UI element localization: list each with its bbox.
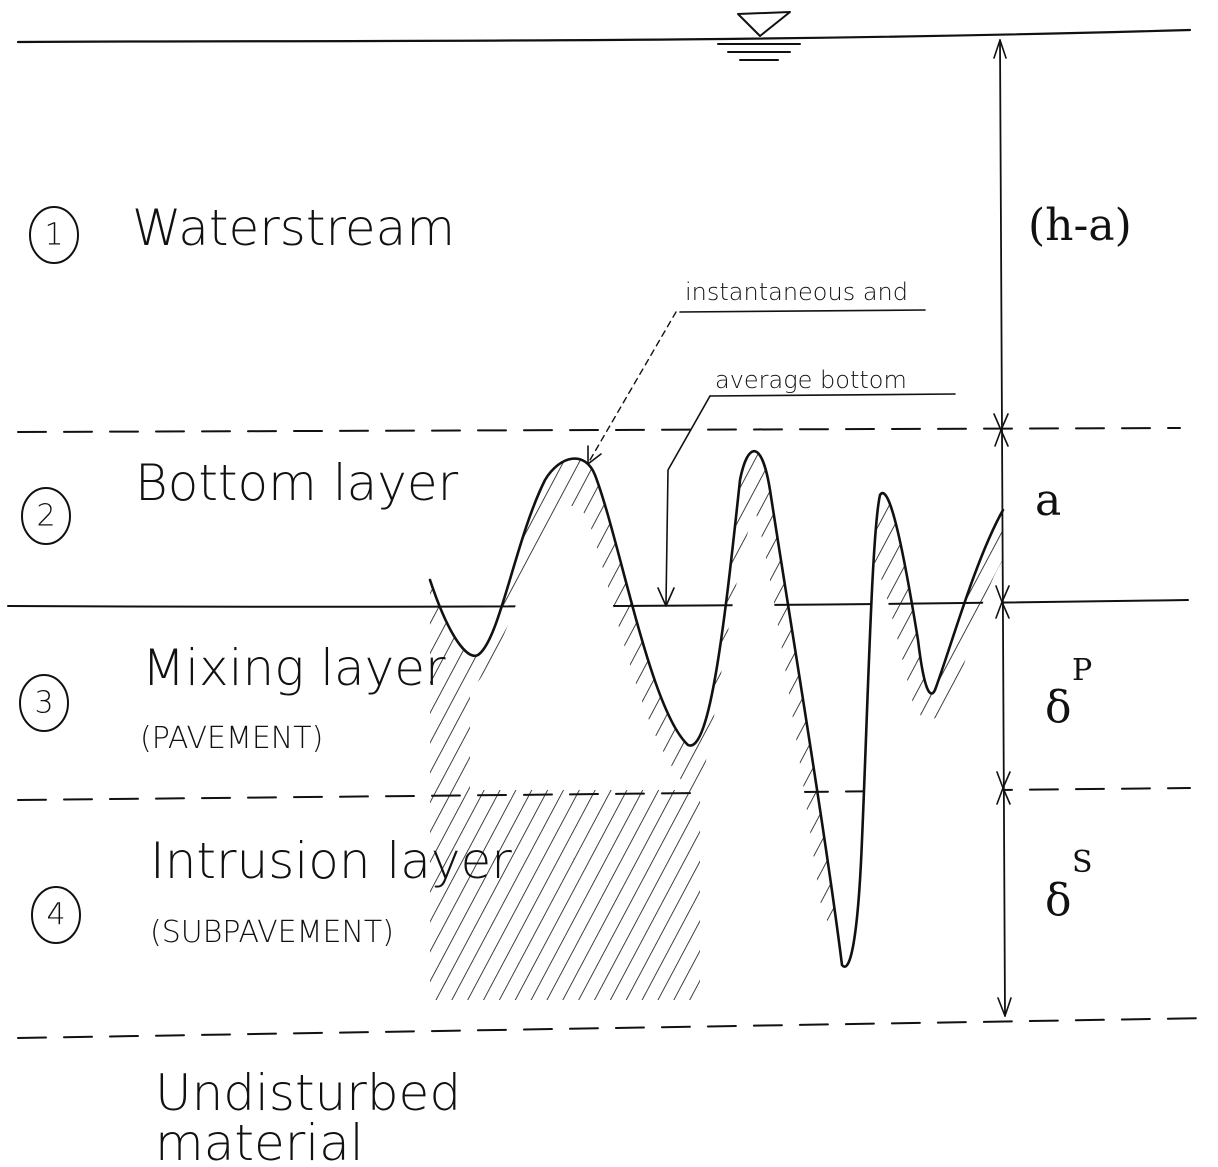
annotation-instantaneous: instantaneous and [685, 278, 908, 306]
intrusion-layer-bottom-boundary [18, 1018, 1212, 1038]
annotation-average-leader [666, 396, 710, 604]
layer-1-label: Waterstream [132, 199, 455, 257]
mixing-layer-thickness-label: δ P [1045, 653, 1092, 733]
layer-2-label: Bottom layer [135, 454, 459, 512]
layer-1-circle: 1 [30, 207, 78, 263]
svg-text:δ: δ [1045, 875, 1072, 926]
svg-text:δ: δ [1045, 682, 1072, 733]
svg-text:4: 4 [46, 898, 65, 933]
svg-text:3: 3 [34, 686, 53, 721]
layer-4-sublabel: (SUBPAVEMENT) [150, 915, 394, 950]
annotation-instantaneous-leader [590, 312, 676, 460]
layer-3-label: Mixing layer [142, 639, 446, 697]
bottom-layer-top-boundary [18, 428, 1180, 432]
svg-text:S: S [1072, 845, 1093, 880]
water-depth-label: (h-a) [1028, 200, 1132, 251]
svg-text:1: 1 [44, 218, 63, 253]
layer-3-sublabel: (PAVEMENT) [140, 721, 323, 756]
water-surface-symbol [718, 12, 800, 60]
intrusion-layer-thickness-label: δ S [1045, 845, 1093, 926]
svg-text:P: P [1072, 653, 1092, 688]
svg-text:2: 2 [36, 499, 55, 534]
annotation-average: average bottom [715, 366, 907, 394]
undisturbed-label-line2: material [155, 1114, 364, 1167]
sediment-hatching [430, 451, 1003, 1000]
layer-4-circle: 4 [32, 887, 80, 943]
layer-2-circle: 2 [22, 488, 70, 544]
water-surface-line [18, 30, 1190, 42]
bottom-layer-thickness-label: a [1035, 475, 1061, 526]
layer-3-circle: 3 [20, 675, 68, 731]
layer-4-label: Intrusion layer [150, 832, 512, 890]
